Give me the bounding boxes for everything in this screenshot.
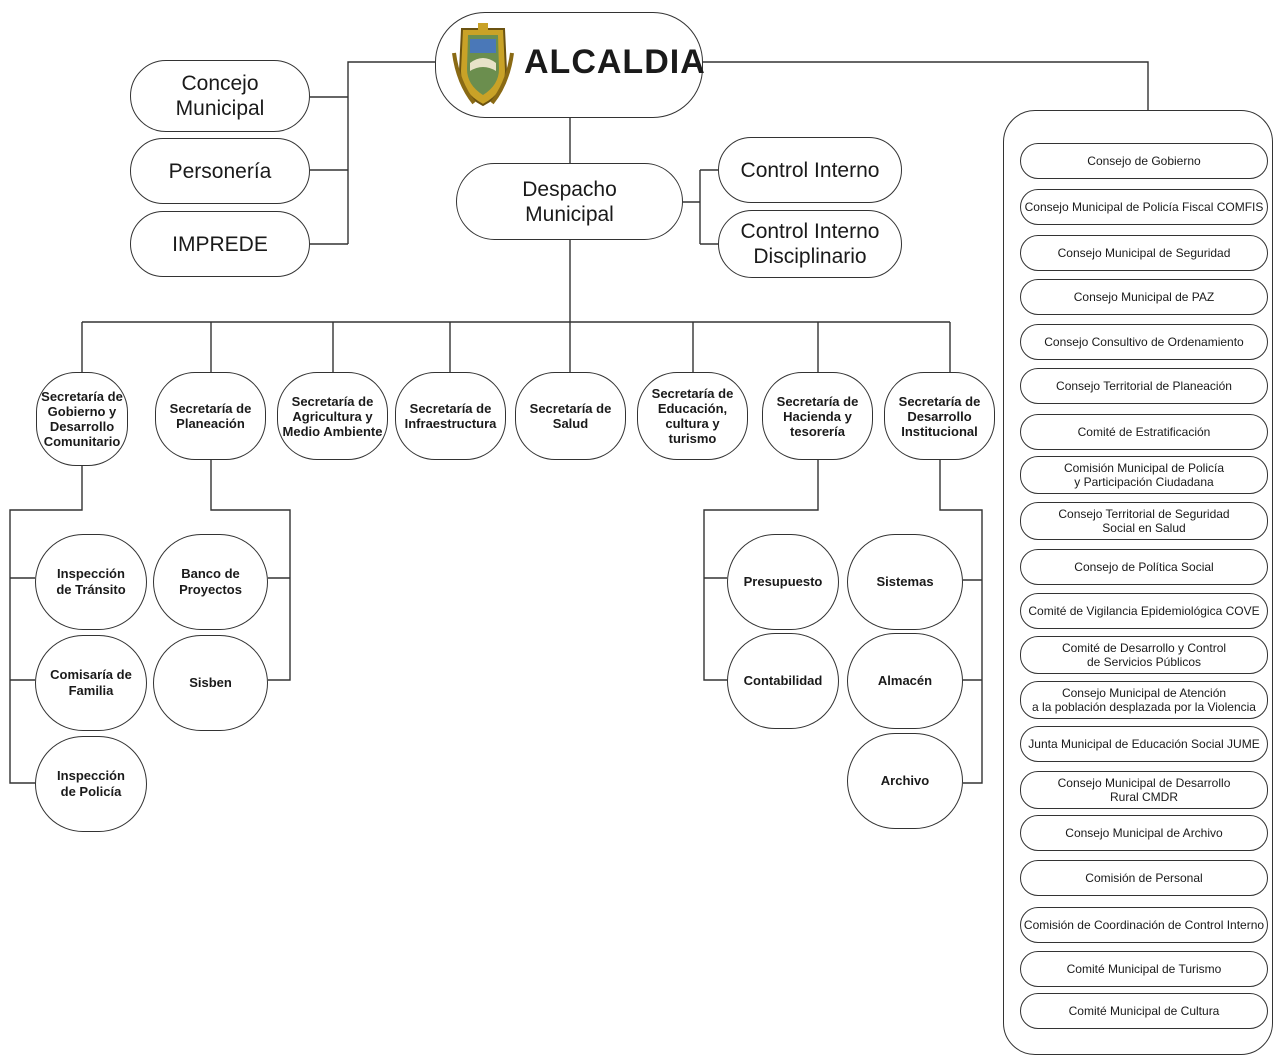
council-item: Consejo Consultivo de Ordenamiento — [1020, 324, 1268, 360]
secretaria-hacienda-node: Secretaría de Hacienda y tesorería — [762, 372, 873, 460]
council-item: Consejo Municipal de Policía Fiscal COMF… — [1020, 189, 1268, 225]
council-item: Comité Municipal de Cultura — [1020, 993, 1268, 1029]
comisaria-familia-node: Comisaría de Familia — [35, 635, 147, 731]
council-item: Comisión de Coordinación de Control Inte… — [1020, 907, 1268, 943]
personeria-node: Personería — [130, 138, 310, 204]
inspeccion-transito-node: Inspección de Tránsito — [35, 534, 147, 630]
council-item: Consejo Territorial de Seguridad Social … — [1020, 502, 1268, 540]
contabilidad-node: Contabilidad — [727, 633, 839, 729]
control-interno-node: Control Interno — [718, 137, 902, 203]
secretaria-salud-node: Secretaría de Salud — [515, 372, 626, 460]
almacen-node: Almacén — [847, 633, 963, 729]
control-interno-disciplinario-node: Control Interno Disciplinario — [718, 210, 902, 278]
council-item: Consejo Municipal de PAZ — [1020, 279, 1268, 315]
alcaldia-node: ALCALDIA — [435, 12, 706, 118]
imprede-node: IMPREDE — [130, 211, 310, 277]
secretaria-planeacion-node: Secretaría de Planeación — [155, 372, 266, 460]
coat-of-arms-icon — [452, 23, 514, 107]
council-item: Consejo de Política Social — [1020, 549, 1268, 585]
alcaldia-title: ALCALDIA — [524, 43, 706, 81]
council-item: Comisión Municipal de Policía y Particip… — [1020, 456, 1268, 494]
council-item: Comité Municipal de Turismo — [1020, 951, 1268, 987]
inspeccion-policia-node: Inspección de Policía — [35, 736, 147, 832]
council-item: Comité de Desarrollo y Control de Servic… — [1020, 636, 1268, 674]
secretaria-educacion-node: Secretaría de Educación, cultura y turis… — [637, 372, 748, 460]
council-item: Consejo Municipal de Atención a la pobla… — [1020, 681, 1268, 719]
secretaria-institucional-node: Secretaría de Desarrollo Institucional — [884, 372, 995, 460]
secretaria-infraestructura-node: Secretaría de Infraestructura — [395, 372, 506, 460]
council-item: Consejo Municipal de Archivo — [1020, 815, 1268, 851]
despacho-municipal-node: Despacho Municipal — [456, 163, 683, 240]
secretaria-agricultura-node: Secretaría de Agricultura y Medio Ambien… — [277, 372, 388, 460]
sisben-node: Sisben — [153, 635, 268, 731]
council-item: Consejo de Gobierno — [1020, 143, 1268, 179]
archivo-node: Archivo — [847, 733, 963, 829]
council-item: Comisión de Personal — [1020, 860, 1268, 896]
council-item: Comité de Estratificación — [1020, 414, 1268, 450]
banco-proyectos-node: Banco de Proyectos — [153, 534, 268, 630]
sistemas-node: Sistemas — [847, 534, 963, 630]
council-item: Comité de Vigilancia Epidemiológica COVE — [1020, 593, 1268, 629]
council-item: Consejo Municipal de Seguridad — [1020, 235, 1268, 271]
council-item: Junta Municipal de Educación Social JUME — [1020, 726, 1268, 762]
council-item: Consejo Territorial de Planeación — [1020, 368, 1268, 404]
presupuesto-node: Presupuesto — [727, 534, 839, 630]
council-item: Consejo Municipal de Desarrollo Rural CM… — [1020, 771, 1268, 809]
concejo-municipal-node: Concejo Municipal — [130, 60, 310, 132]
secretaria-gobierno-node: Secretaría de Gobierno y Desarrollo Comu… — [36, 372, 128, 466]
